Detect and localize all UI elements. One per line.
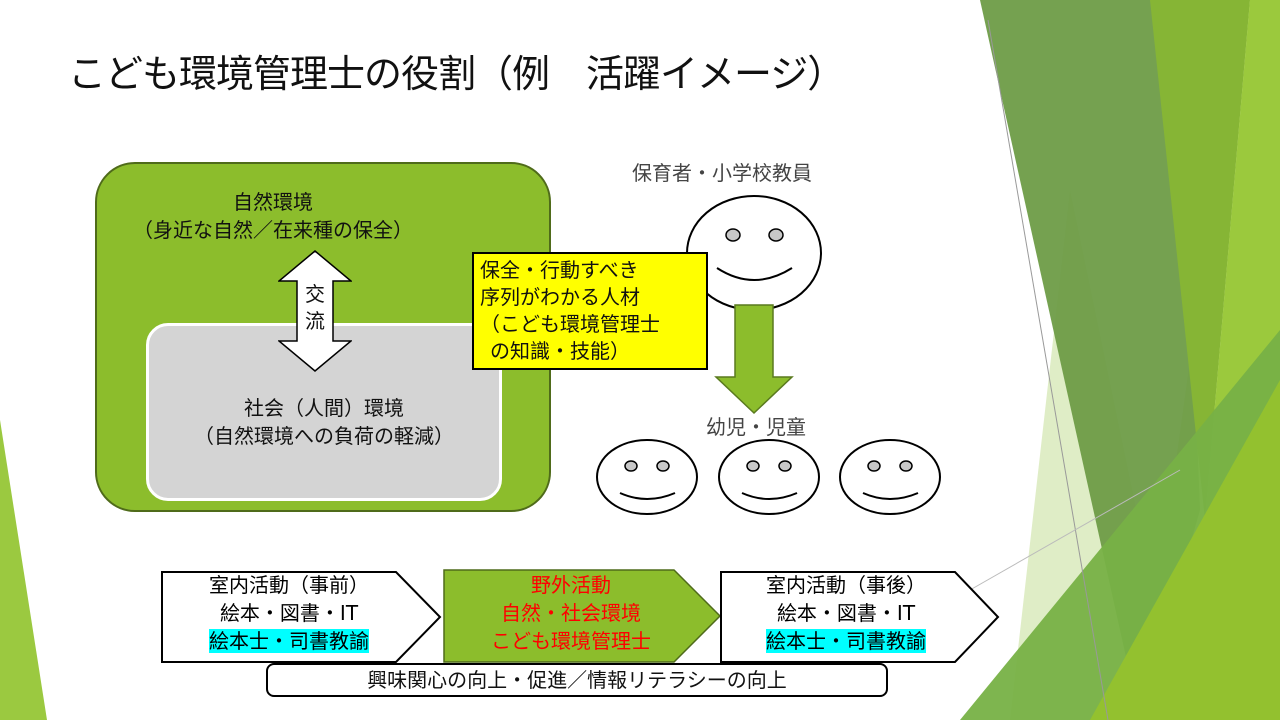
- social-environment-label: 社会（人間）環境 （自然環境への負荷の軽減）: [149, 394, 499, 450]
- natural-environment-title: 自然環境: [233, 190, 313, 214]
- post-indoor-activity: 室内活動（事後） 絵本・図書・IT 絵本士・司書教諭: [721, 571, 971, 655]
- child-face-icon: [596, 439, 698, 515]
- outdoor-activity: 野外活動 自然・社会環境 こども環境管理士: [444, 571, 698, 655]
- social-environment-title: 社会（人間）環境: [244, 396, 404, 420]
- activity-title: 野外活動: [531, 573, 611, 597]
- callout-line: 保全・行動すべき: [480, 258, 639, 282]
- activity-materials: 絵本・図書・IT: [219, 601, 359, 625]
- exchange-label: 交 流: [300, 281, 330, 335]
- slide-title: こども環境管理士の役割（例 活躍イメージ）: [68, 52, 845, 96]
- human-resource-callout: 保全・行動すべき 序列がわかる人材 （こども環境管理士 の知識・技能）: [472, 252, 708, 370]
- outdoor-activity-shape: [443, 569, 722, 663]
- callout-line: 序列がわかる人材: [480, 285, 640, 309]
- teacher-label: 保育者・小学校教員: [632, 161, 812, 185]
- activity-specialists: 絵本士・司書教諭: [209, 629, 369, 653]
- activity-specialists: こども環境管理士: [491, 629, 651, 653]
- exchange-label-line2: 流: [305, 309, 325, 333]
- exchange-double-arrow-icon: [278, 250, 352, 372]
- pre-indoor-activity: 室内活動（事前） 絵本・図書・IT 絵本士・司書教諭: [162, 571, 416, 655]
- activity-specialists: 絵本士・司書教諭: [766, 629, 926, 653]
- activity-materials: 自然・社会環境: [501, 601, 641, 625]
- child-face-icon: [718, 439, 820, 515]
- callout-line: の知識・技能）: [490, 339, 630, 363]
- social-environment-subtitle: （自然環境への負荷の軽減）: [194, 424, 454, 448]
- activity-title: 室内活動（事後）: [766, 573, 926, 597]
- child-face-icon: [839, 439, 941, 515]
- children-label: 幼児・児童: [706, 415, 806, 439]
- natural-environment-subtitle: （身近な自然／在来種の保全）: [133, 218, 413, 242]
- down-arrow-icon: [714, 304, 794, 415]
- exchange-label-line1: 交: [305, 282, 325, 306]
- natural-environment-label: 自然環境 （身近な自然／在来種の保全）: [95, 188, 451, 244]
- activity-title: 室内活動（事前）: [209, 573, 369, 597]
- outcome-box: 興味関心の向上・促進／情報リテラシーの向上: [266, 663, 888, 697]
- activity-materials: 絵本・図書・IT: [776, 601, 916, 625]
- callout-line: （こども環境管理士: [480, 312, 660, 336]
